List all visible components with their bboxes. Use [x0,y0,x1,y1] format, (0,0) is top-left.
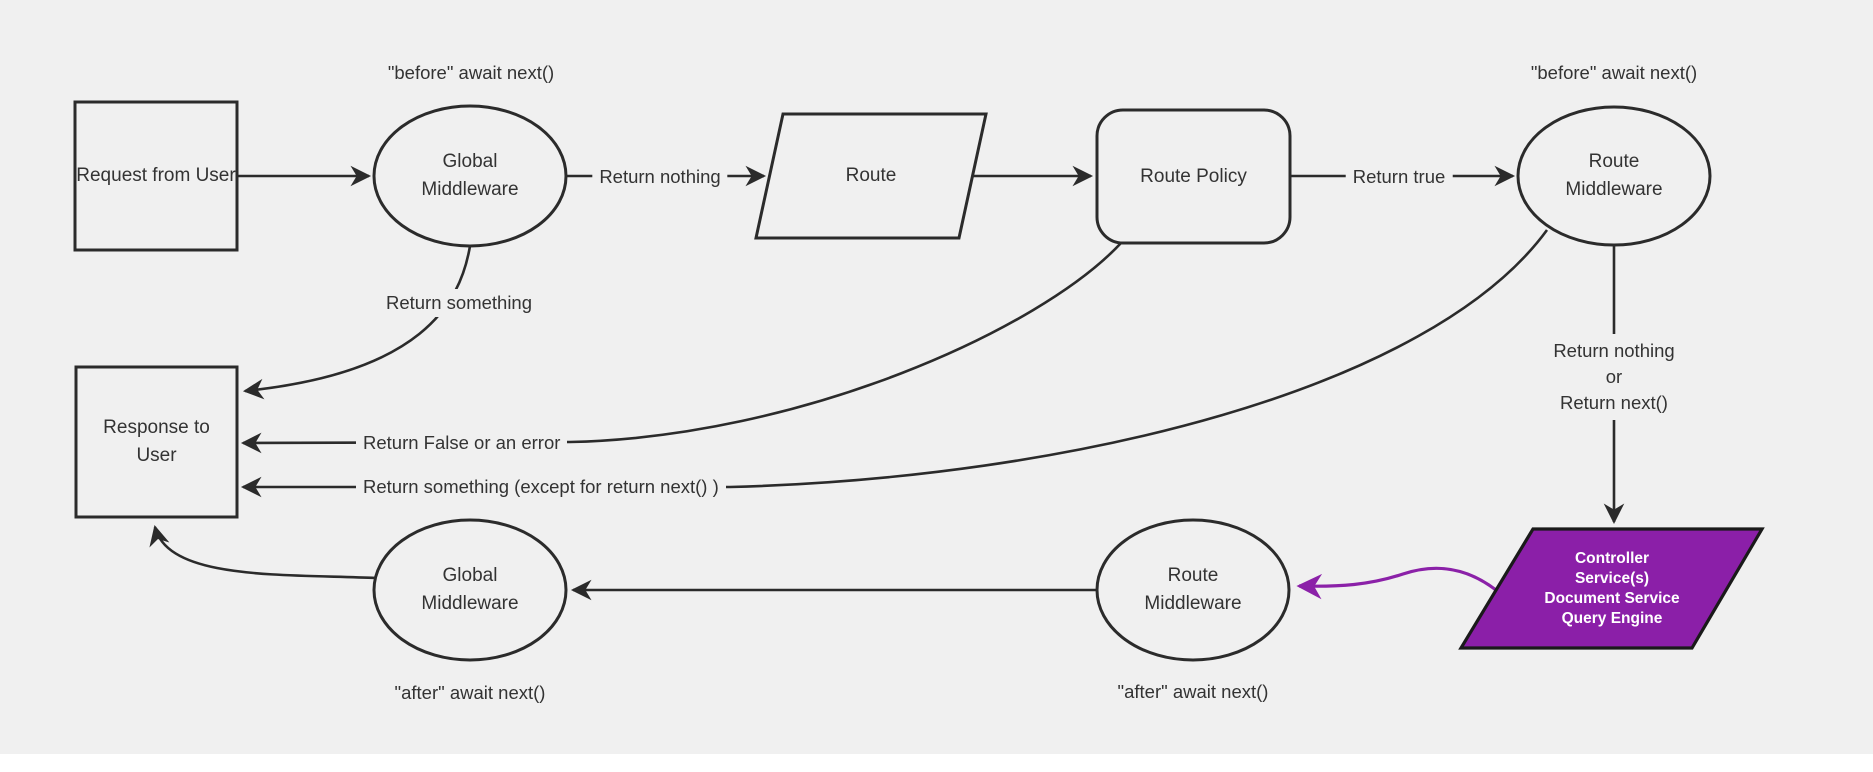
global-middleware-top-label: Global Middleware [421,151,519,200]
controller-line-1: Controller [1574,549,1650,567]
edge-label-return-nothing: Return nothing [592,163,728,191]
controller-line-2: Service(s) [1574,569,1650,587]
edge-label-return-something-except: Return something (except for return next… [356,473,726,501]
controller-node-shape [1458,527,1765,650]
edge-label-return-nothing-or: Return nothing or Return next() [1543,334,1685,420]
controller-line-4: Query Engine [1561,609,1663,627]
route-middleware-top-label: Route Middleware [1565,151,1663,200]
route-policy-shape [1095,108,1292,245]
edge-label-after-left: "after" await next() [394,682,546,703]
controller-node-label: Controller Service(s) Document Service Q… [1502,529,1722,648]
route-middleware-bottom-shape [1095,518,1291,662]
global-middleware-top-shape [372,104,568,248]
edge-global-middleware-to-response [242,245,472,400]
edge-label-return-false-error: Return False or an error [356,429,568,457]
route-node-label: Route [845,165,897,186]
global-middleware-bottom-shape [372,518,568,662]
edge-label-return-nothing-or-line-1: Return nothing [1553,340,1675,361]
edge-label-after-right: "after" await next() [1117,681,1269,702]
route-middleware-top-shape [1516,105,1712,247]
edge-route-policy-to-response [240,242,1122,454]
controller-line-3: Document Service [1544,589,1680,607]
route-middleware-bottom-label: Route Middleware [1144,565,1242,614]
edge-label-return-nothing-or-line-2: or [1605,366,1623,387]
edge-controller-to-route-middleware-bottom [1296,566,1497,600]
global-middleware-bottom-label: Global Middleware [421,565,519,614]
edge-global-middleware-bottom-to-response [149,525,377,580]
route-policy-label: Route Policy [1140,165,1247,187]
bottom-whitespace-strip [0,754,1873,772]
edge-label-return-something: Return something [378,289,540,317]
edge-route-middleware-to-response [240,229,1549,498]
edge-label-before-right: "before" await next() [1530,62,1698,83]
edge-label-return-true: Return true [1345,163,1453,191]
response-node-label: Response to User [103,417,210,466]
response-node-shape [74,365,239,519]
request-node-label: Request from User [76,165,236,186]
request-node-shape [73,100,239,252]
edge-label-before-left: "before" await next() [387,62,555,83]
edge-label-return-nothing-or-line-3: Return next() [1560,392,1668,413]
route-node-shape [754,112,988,240]
